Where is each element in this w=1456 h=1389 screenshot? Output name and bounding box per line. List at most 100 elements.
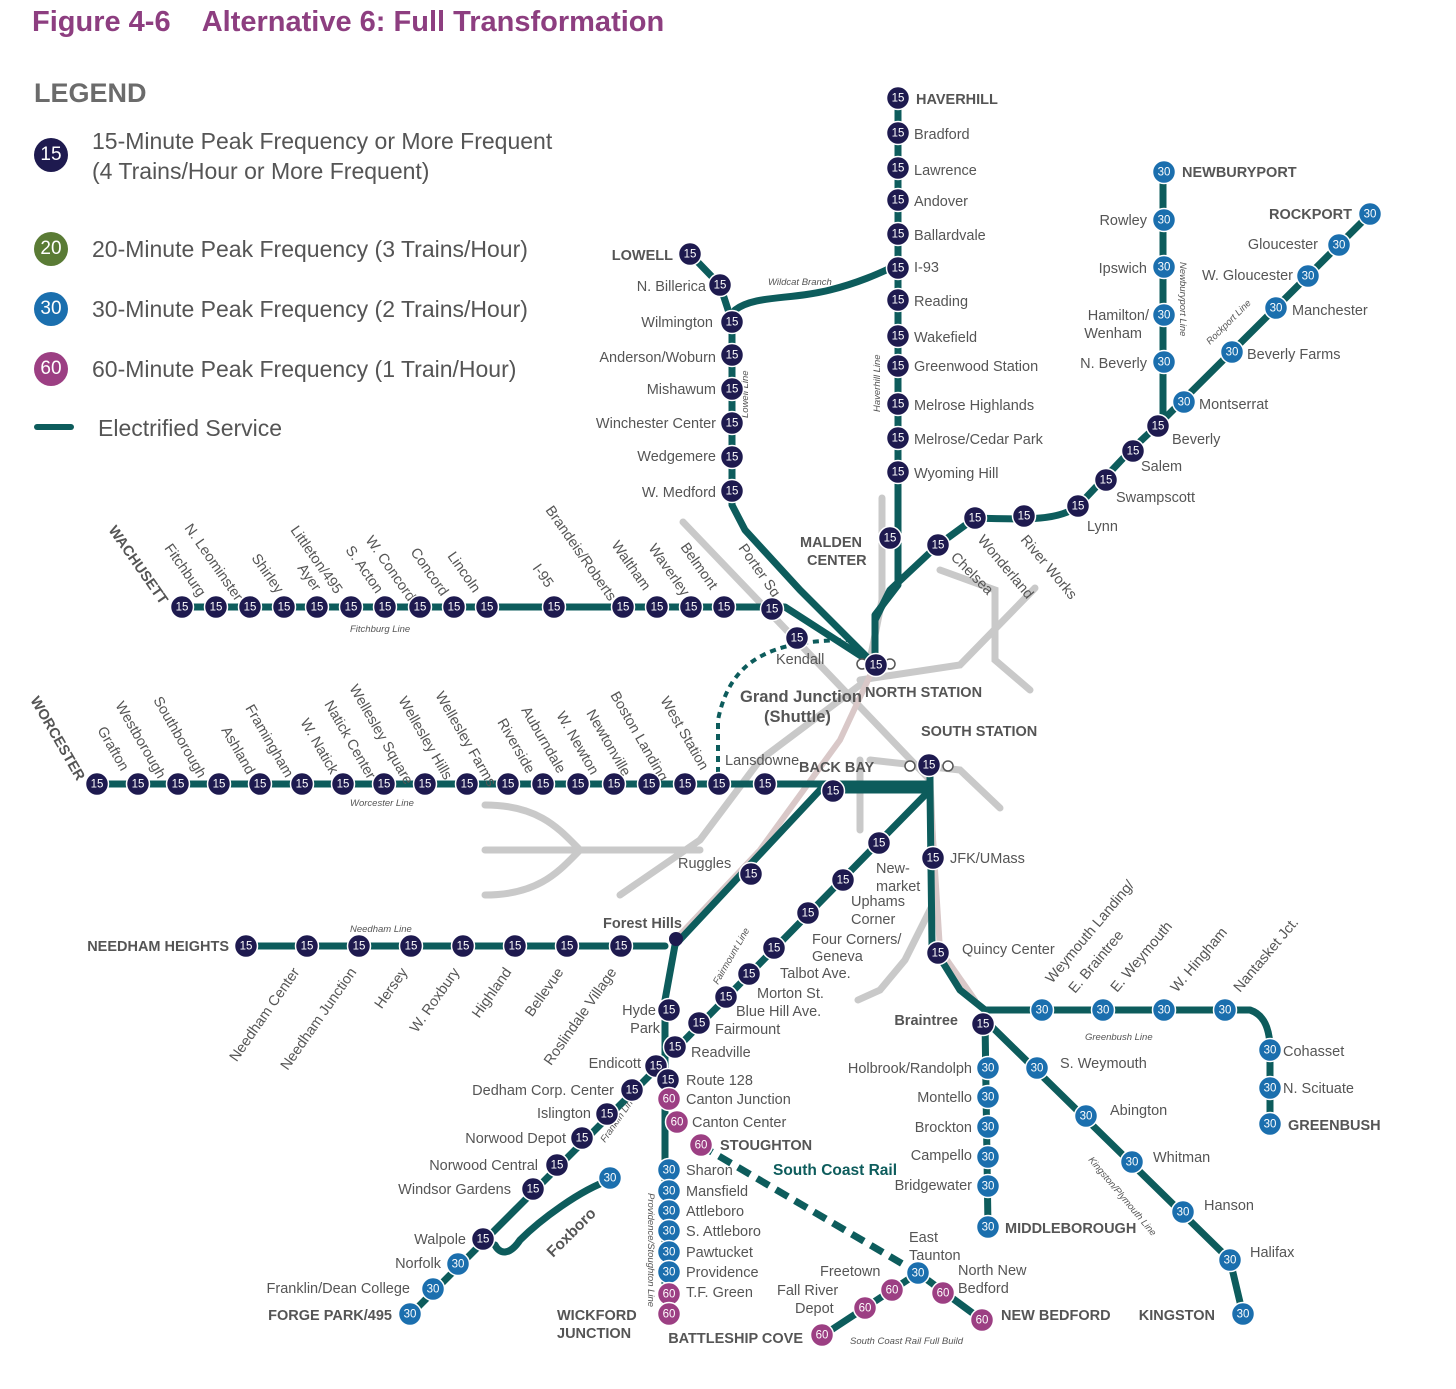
station-label-nnb1: North New (958, 1263, 1027, 1279)
badge-circle (866, 830, 892, 856)
station-badge-15: 15 (470, 1226, 496, 1252)
badge-number: 15 (254, 779, 267, 791)
badge-circle (719, 342, 745, 368)
badge-circle (662, 1034, 688, 1060)
badge-circle (330, 771, 356, 797)
station-badge-15: 15 (885, 323, 911, 349)
badge-circle (1219, 339, 1245, 365)
station-label-campello: Campello (911, 1148, 972, 1164)
badge-circle (1263, 295, 1289, 321)
badge-number: 30 (1080, 1111, 1093, 1123)
badge-circle (1257, 1111, 1283, 1137)
badge-number: 60 (663, 1289, 676, 1301)
station-label-lowell: LOWELL (612, 248, 673, 264)
badge-number: 15 (240, 941, 253, 953)
station-badge-15: 15 (169, 594, 195, 620)
badge-number: 15 (714, 280, 727, 292)
badge-circle (520, 1176, 546, 1202)
station-badge-30: 30 (1212, 997, 1238, 1023)
badge-circle (206, 771, 232, 797)
station-badge-30: 30 (656, 1157, 682, 1183)
badge-circle (565, 771, 591, 797)
badge-number: 30 (1224, 1255, 1237, 1267)
badge-number: 15 (210, 602, 223, 614)
badge-number: 15 (601, 1109, 614, 1121)
station-label-east-taunton1: East (909, 1230, 938, 1246)
station-badge-15: 15 (925, 532, 951, 558)
station-label-fall-river2: Depot (795, 1301, 834, 1317)
station-label-four-corners2: Geneva (812, 949, 864, 965)
badge-number: 60 (859, 1303, 872, 1315)
station-label-brandeis: Brandeis/Roberts (542, 503, 619, 604)
station-badge-15: 15 (885, 353, 911, 379)
badge-number: 30 (604, 1173, 617, 1185)
station-label-reading: Reading (914, 294, 968, 310)
badge-circle (975, 1144, 1001, 1170)
station-label-kendall: Kendall (776, 652, 824, 668)
badge-number: 15 (662, 1075, 675, 1087)
station-label-talbot: Talbot Ave. (780, 966, 851, 982)
station-badge-15: 15 (885, 155, 911, 181)
station-badge-60: 60 (656, 1086, 682, 1112)
badge-number: 15 (684, 249, 697, 261)
badge-circle (1119, 1149, 1145, 1175)
subway-green-branches (481, 801, 704, 899)
station-badge-15: 15 (474, 594, 500, 620)
badge-circle (1217, 1247, 1243, 1273)
badge-number: 30 (1031, 1063, 1044, 1075)
badge-circle (597, 1165, 623, 1191)
back-bay-label: BACK BAY (799, 760, 875, 776)
station-label-worcester: WORCESTER (27, 694, 88, 784)
badge-number: 15 (91, 779, 104, 791)
station-badge-30: 30 (1171, 389, 1197, 415)
badge-circle (203, 594, 229, 620)
badge-number: 15 (244, 602, 257, 614)
station-badge-30: 30 (1119, 1149, 1145, 1175)
badge-number: 15 (551, 1160, 564, 1172)
badge-number: 15 (791, 633, 804, 645)
wickford-label: WICKFORD (557, 1308, 637, 1324)
station-badge-15: 15 (608, 933, 634, 959)
station-label-ashland: Ashland (218, 724, 258, 777)
badge-number: 30 (1158, 262, 1171, 274)
badge-circle (289, 771, 315, 797)
station-label-kingston: KINGSTON (1139, 1308, 1215, 1324)
station-badge-15: 15 (885, 287, 911, 313)
station-label-readville: Readville (691, 1045, 751, 1061)
badge-circle (975, 1055, 1001, 1081)
badge-number: 30 (1158, 357, 1171, 369)
station-label-wyoming-hill: Wyoming Hill (914, 466, 998, 482)
station-badge-15: 15 (636, 771, 662, 797)
badge-number: 30 (1264, 1045, 1277, 1057)
badge-circle (885, 425, 911, 451)
badge-circle (125, 771, 151, 797)
badge-circle (677, 241, 703, 267)
badge-circle (885, 459, 911, 485)
badge-circle (719, 478, 745, 504)
station-label-uphams2: Corner (851, 912, 895, 928)
badge-number: 15 (870, 660, 883, 672)
station-badge-60: 60 (930, 1280, 956, 1306)
badge-circle (610, 594, 636, 620)
wildcat-branch-label: Wildcat Branch (768, 277, 832, 288)
badge-number: 15 (448, 602, 461, 614)
station-badge-15: 15 (820, 778, 846, 804)
badge-circle (450, 933, 476, 959)
station-label-n-scituate: N. Scituate (1283, 1081, 1354, 1097)
station-label-lansdowne: Lansdowne (725, 753, 799, 769)
legend-text: 15-Minute Peak Frequency or More Frequen… (92, 128, 553, 154)
station-badge-15: 15 (885, 255, 911, 281)
station-label-wachusett: WACHUSETT (105, 523, 171, 608)
badge-number: 30 (1264, 1119, 1277, 1131)
badge-circle (809, 1322, 835, 1348)
badge-number: 15 (768, 943, 781, 955)
station-label-wilmington: Wilmington (641, 315, 713, 331)
subway-green-west (616, 666, 884, 899)
badge-circle (962, 505, 988, 531)
station-label-east-taunton2: Taunton (909, 1248, 961, 1264)
badge-number: 15 (892, 195, 905, 207)
badge-circle (738, 861, 764, 887)
badge-circle (84, 771, 110, 797)
station-label-beverly: Beverly (1172, 432, 1221, 448)
station-label-endicott: Endicott (589, 1056, 641, 1072)
